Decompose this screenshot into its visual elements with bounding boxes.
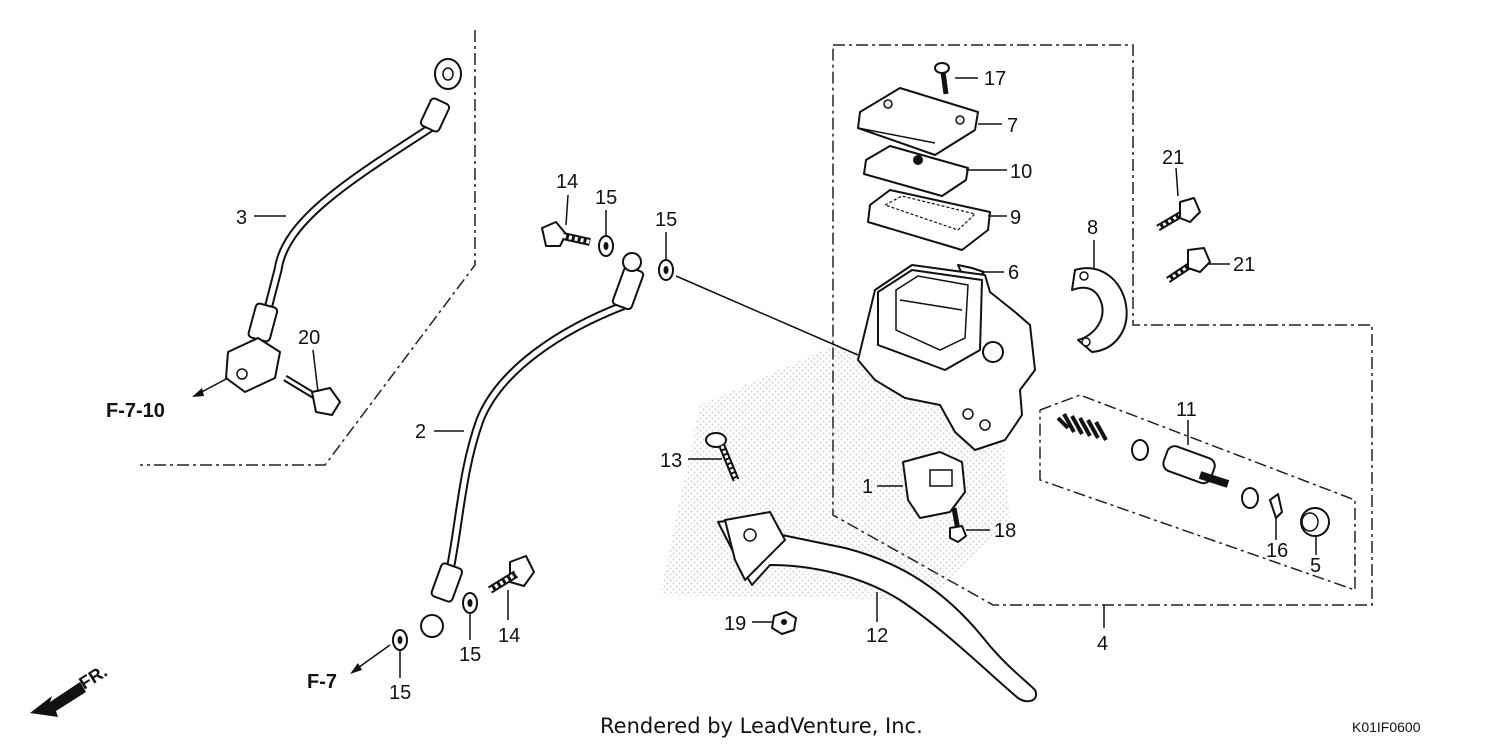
- callout-10: 10: [1010, 161, 1032, 183]
- nut-19: [771, 611, 797, 635]
- callout-11: 11: [1176, 399, 1197, 421]
- callout-13: 13: [660, 450, 682, 472]
- reference-f-7-10: F-7-10: [106, 400, 165, 422]
- render-credit: Rendered by LeadVenture, Inc.: [600, 714, 923, 738]
- alignment-line: [675, 275, 859, 356]
- master-cylinder-body-4: [857, 264, 1036, 451]
- callout-21-b: 21: [1233, 254, 1255, 276]
- section-boundary-piston-kit: [1039, 394, 1356, 592]
- callout-5: 5: [1310, 555, 1321, 577]
- callout-8: 8: [1087, 217, 1098, 239]
- callout-3: 3: [236, 207, 247, 229]
- section-boundary-master-cylinder: [832, 44, 1373, 606]
- callout-7: 7: [1007, 115, 1018, 137]
- reference-f-7: F-7: [307, 671, 337, 693]
- callout-15-b: 15: [655, 209, 677, 231]
- callout-2: 2: [415, 421, 426, 443]
- bolt-14-upper: [541, 221, 591, 247]
- callout-9: 9: [1010, 207, 1021, 229]
- callout-20: 20: [298, 327, 320, 349]
- bolts-21: [1156, 197, 1211, 283]
- callout-12: 12: [866, 625, 888, 647]
- switch-1: [902, 451, 966, 519]
- callout-14-upper: 14: [556, 171, 578, 193]
- washers-15: [392, 235, 674, 651]
- brake-hose-lower: [420, 252, 645, 638]
- callout-16: 16: [1266, 540, 1288, 562]
- callout-15-a: 15: [595, 187, 617, 209]
- callout-6: 6: [1008, 262, 1019, 284]
- brake-hose-upper: [225, 58, 462, 393]
- callouts: 3 2 14 15 15 20 17 7 10 9 6 8 21 21 11 1…: [236, 68, 1321, 704]
- leader-lines: [254, 77, 1317, 678]
- reference-arrows: [192, 377, 391, 674]
- reservoir-cap-7: [857, 87, 979, 156]
- front-arrow-icon: [30, 682, 86, 717]
- brake-lever-12: [717, 511, 1038, 703]
- callout-1: 1: [862, 476, 873, 498]
- section-boundary-left: [140, 30, 476, 466]
- callout-21-a: 21: [1162, 147, 1184, 169]
- callout-15-c: 15: [459, 644, 481, 666]
- callout-18: 18: [994, 520, 1016, 542]
- piston-set-11: [1056, 413, 1330, 537]
- diaphragm-plate-10: [863, 145, 969, 197]
- pivot-bolt-13: [705, 432, 740, 482]
- bolt-20: [283, 375, 341, 416]
- holder-8: [1071, 267, 1128, 353]
- callout-4: 4: [1097, 633, 1108, 655]
- callout-19: 19: [724, 613, 746, 635]
- screw-18: [949, 507, 967, 543]
- diaphragm-9: [867, 189, 991, 251]
- bolt-14-lower: [487, 555, 535, 594]
- callout-17: 17: [984, 68, 1006, 90]
- callout-15-d: 15: [389, 682, 411, 704]
- callout-14-lower: 14: [498, 625, 520, 647]
- diagram-code: K01IF0600: [1352, 719, 1421, 735]
- screw-17: [934, 62, 950, 95]
